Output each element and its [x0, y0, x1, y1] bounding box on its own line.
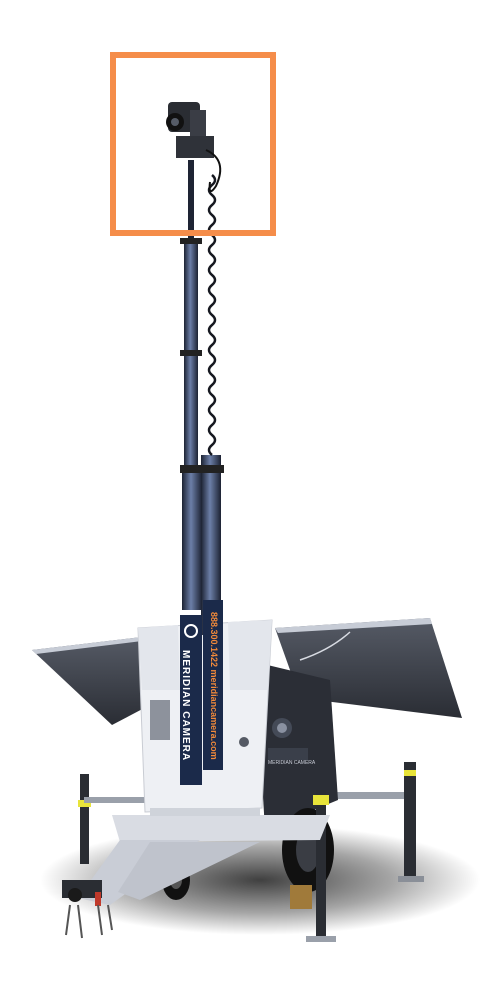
mast-banner: [180, 600, 223, 785]
trailer-chassis: [62, 815, 330, 939]
solar-panel-left: [32, 636, 150, 725]
stabilizer-leg-front: [306, 790, 336, 942]
trailer-body-side: [255, 662, 338, 830]
stabilizer-leg-right: [330, 762, 424, 882]
ptz-camera: [166, 102, 222, 193]
brand-logo-icon: [184, 624, 198, 638]
coiled-cable: [207, 174, 217, 456]
brand-name-vertical: MERIDIAN CAMERA: [180, 650, 191, 762]
brand-contact-vertical: 888.300.1422 meridiancamera.com: [209, 612, 219, 760]
stabilizer-leg-left: [78, 774, 174, 864]
side-logo-text: MERIDIAN CAMERA: [268, 760, 316, 766]
telescopic-mast: [180, 160, 224, 635]
